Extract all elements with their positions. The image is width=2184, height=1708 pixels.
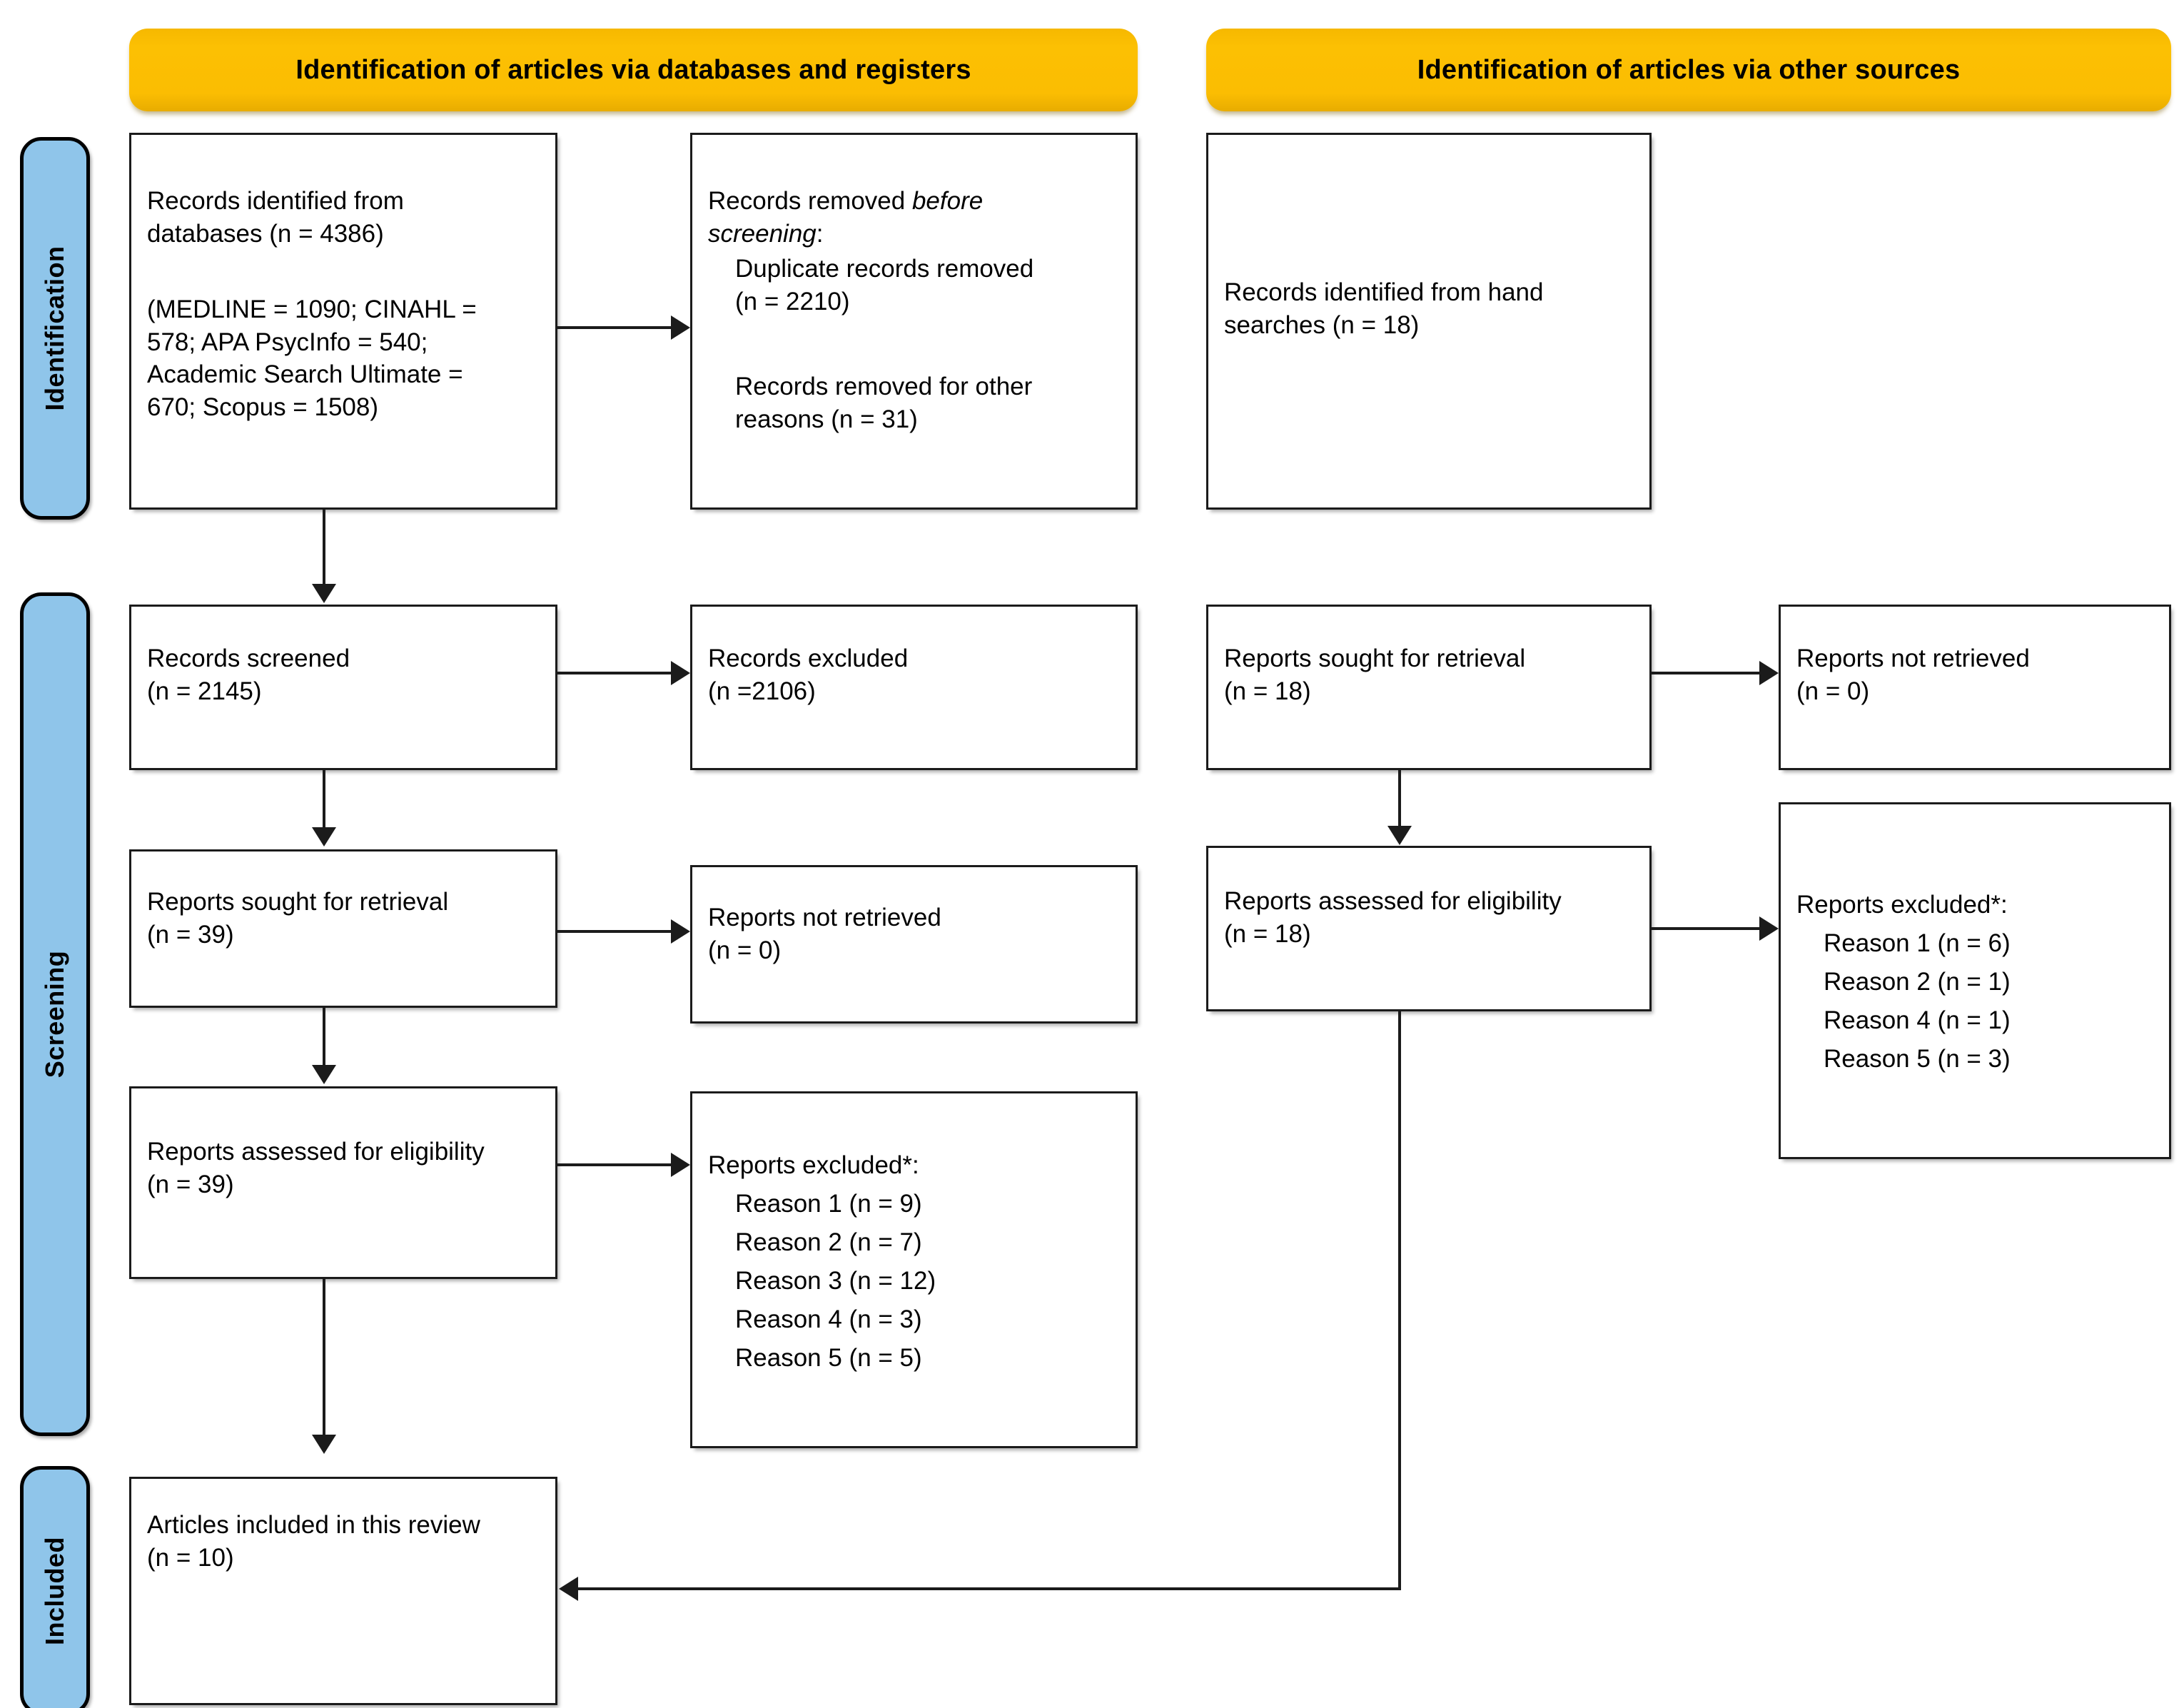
reports-excluded-databases-reason-3: Reason 3 (n = 12)	[735, 1267, 936, 1295]
box-records-identified-databases: Records identified from databases (n = 4…	[129, 133, 557, 510]
records-removed-heading: Records removed before screening:	[708, 185, 1127, 250]
connector-identified-to-screened-line	[323, 510, 325, 585]
connector-screened-to-excluded-line	[557, 672, 671, 674]
records-removed-heading-plain: Records removed	[708, 187, 912, 215]
connector-other-to-included-horizontal	[578, 1587, 1401, 1590]
header-bar-other-sources-label: Identification of articles via other sou…	[1417, 54, 1961, 85]
header-bar-databases: Identification of articles via databases…	[129, 29, 1138, 111]
reports-sought-other-text: Reports sought for retrieval (n = 18)	[1224, 645, 1526, 705]
records-screened-text: Records screened (n = 2145)	[147, 645, 350, 705]
records-removed-heading-italic-screening: screening	[708, 219, 817, 248]
connector-screened-to-sought-arrow	[312, 827, 336, 847]
box-articles-included: Articles included in this review (n = 10…	[129, 1477, 557, 1705]
box-reports-excluded-other: Reports excluded*: Reason 1 (n = 6) Reas…	[1779, 802, 2171, 1159]
connector-assessed-to-excluded-line	[557, 1163, 671, 1166]
stage-pill-screening-label: Screening	[40, 950, 69, 1078]
records-removed-other-reasons-text: Records removed for other reasons (n = 3…	[735, 373, 1033, 433]
box-reports-sought-other: Reports sought for retrieval (n = 18)	[1206, 605, 1652, 770]
box-records-identified-hand-searches: Records identified from hand searches (n…	[1206, 133, 1652, 510]
header-bar-other-sources: Identification of articles via other sou…	[1206, 29, 2171, 111]
connector-sought-to-assessed-line	[323, 1008, 325, 1066]
connector-other-to-included-vertical	[1398, 1011, 1401, 1590]
records-excluded-text: Records excluded (n =2106)	[708, 645, 909, 705]
box-reports-assessed-other: Reports assessed for eligibility (n = 18…	[1206, 846, 1652, 1011]
connector-assessed-to-included-line	[323, 1279, 325, 1436]
hand-searches-text: Records identified from hand searches (n…	[1224, 278, 1544, 339]
connector-sought-to-not-retrieved-arrow	[671, 919, 690, 944]
reports-excluded-other-reason-5: Reason 5 (n = 3)	[1824, 1045, 2011, 1073]
connector-screened-to-sought-line	[323, 770, 325, 829]
reports-excluded-other-reason-1: Reason 1 (n = 6)	[1824, 929, 2011, 957]
records-removed-heading-colon: :	[816, 219, 824, 248]
box-reports-excluded-databases: Reports excluded*: Reason 1 (n = 9) Reas…	[690, 1091, 1138, 1448]
connector-sought-other-to-not-retrieved-arrow	[1759, 661, 1779, 685]
box-reports-not-retrieved-databases: Reports not retrieved (n = 0)	[690, 865, 1138, 1024]
connector-other-to-included-arrow	[559, 1577, 578, 1601]
reports-excluded-databases-reason-4: Reason 4 (n = 3)	[735, 1305, 922, 1333]
connector-assessed-other-to-excluded-arrow	[1759, 916, 1779, 941]
connector-assessed-to-excluded-arrow	[671, 1153, 690, 1177]
box-reports-assessed-databases: Reports assessed for eligibility (n = 39…	[129, 1086, 557, 1279]
reports-excluded-other-reason-2: Reason 2 (n = 1)	[1824, 968, 2011, 996]
reports-excluded-databases-reason-5: Reason 5 (n = 5)	[735, 1344, 922, 1372]
records-identified-primary-text: Records identified from databases (n = 4…	[147, 187, 404, 248]
reports-not-retrieved-databases-text: Reports not retrieved (n = 0)	[708, 904, 941, 964]
box-records-screened: Records screened (n = 2145)	[129, 605, 557, 770]
reports-excluded-other-reason-4: Reason 4 (n = 1)	[1824, 1006, 2011, 1034]
connector-identified-to-removed-line	[557, 326, 671, 329]
stage-pill-included-label: Included	[40, 1536, 69, 1645]
box-records-removed-before-screening: Records removed before screening: Duplica…	[690, 133, 1138, 510]
connector-sought-other-to-assessed-line	[1398, 770, 1401, 827]
stage-pill-included: Included	[20, 1466, 90, 1708]
reports-assessed-databases-text: Reports assessed for eligibility (n = 39…	[147, 1138, 485, 1198]
reports-not-retrieved-other-text: Reports not retrieved (n = 0)	[1796, 645, 2030, 705]
records-removed-duplicate-text: Duplicate records removed (n = 2210)	[735, 255, 1034, 315]
records-removed-heading-italic-before: before	[911, 187, 984, 215]
reports-excluded-databases-heading: Reports excluded*:	[708, 1151, 919, 1179]
connector-identified-to-removed-arrow	[671, 315, 690, 340]
connector-screened-to-excluded-arrow	[671, 661, 690, 685]
reports-excluded-databases-reason-1: Reason 1 (n = 9)	[735, 1190, 922, 1218]
box-records-excluded: Records excluded (n =2106)	[690, 605, 1138, 770]
box-reports-sought-databases: Reports sought for retrieval (n = 39)	[129, 849, 557, 1008]
connector-sought-other-to-assessed-arrow	[1387, 826, 1412, 845]
connector-identified-to-screened-arrow	[312, 584, 336, 603]
reports-excluded-other-heading: Reports excluded*:	[1796, 891, 2008, 919]
connector-sought-to-not-retrieved-line	[557, 930, 671, 933]
stage-pill-screening: Screening	[20, 592, 90, 1436]
stage-pill-identification: Identification	[20, 137, 90, 520]
records-identified-sources-text: (MEDLINE = 1090; CINAHL = 578; APA PsycI…	[147, 295, 477, 421]
connector-sought-other-to-not-retrieved-line	[1652, 672, 1759, 674]
stage-pill-identification-label: Identification	[40, 246, 69, 411]
connector-assessed-other-to-excluded-line	[1652, 927, 1759, 930]
connector-assessed-to-included-arrow	[312, 1435, 336, 1454]
articles-included-text: Articles included in this review (n = 10…	[147, 1511, 480, 1572]
header-bar-databases-label: Identification of articles via databases…	[295, 54, 971, 85]
connector-sought-to-assessed-arrow	[312, 1065, 336, 1084]
box-reports-not-retrieved-other: Reports not retrieved (n = 0)	[1779, 605, 2171, 770]
reports-sought-databases-text: Reports sought for retrieval (n = 39)	[147, 888, 449, 949]
reports-assessed-other-text: Reports assessed for eligibility (n = 18…	[1224, 887, 1562, 948]
reports-excluded-databases-reason-2: Reason 2 (n = 7)	[735, 1228, 922, 1256]
